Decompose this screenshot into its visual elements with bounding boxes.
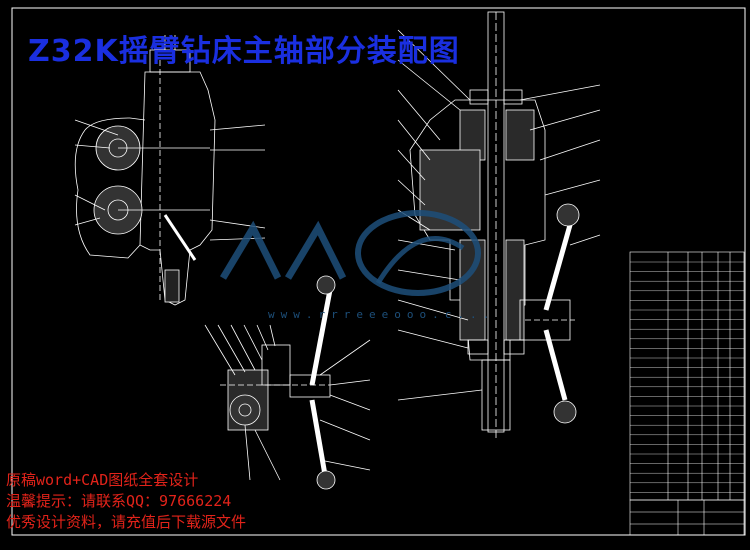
parts-list-rows bbox=[630, 261, 744, 493]
watermark-logo bbox=[219, 210, 481, 296]
drawing-title: Z32K摇臂钻床主轴部分装配图 bbox=[28, 34, 460, 69]
sheet-frame bbox=[11, 7, 746, 536]
promo-note-line: 温馨提示：请联系QQ：97666224 bbox=[6, 492, 232, 510]
title-block bbox=[629, 499, 745, 536]
parts-list-table bbox=[629, 251, 745, 501]
feed-handle-section bbox=[204, 275, 371, 490]
promo-note-line: 优秀设计资料，请充值后下载源文件 bbox=[6, 513, 247, 531]
promo-notes: 原稿word+CAD图纸全套设计 温馨提示：请联系QQ：97666224 优秀设… bbox=[6, 470, 246, 533]
left-section-view bbox=[74, 35, 266, 306]
watermark-url: www.rrreeeooo.c... bbox=[268, 308, 496, 321]
promo-note-line: 原稿word+CAD图纸全套设计 bbox=[6, 471, 199, 489]
